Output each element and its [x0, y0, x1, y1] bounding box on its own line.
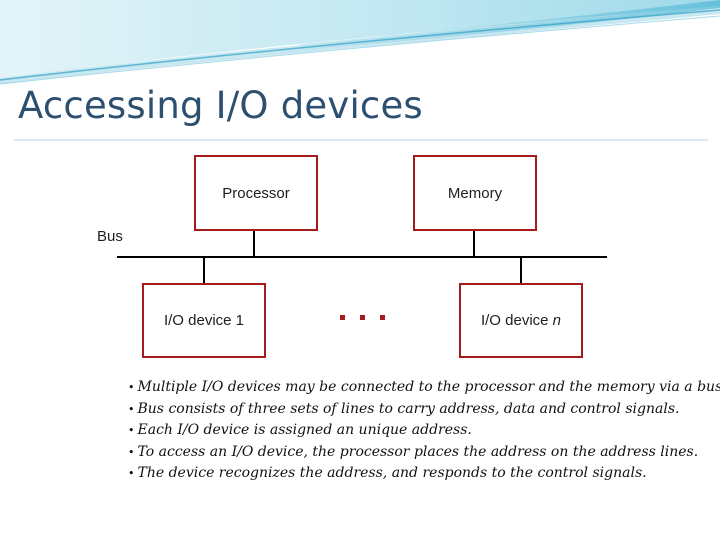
bullet-text: Bus consists of three sets of lines to c…: [138, 401, 680, 417]
bullet-item: •Bus consists of three sets of lines to …: [128, 399, 720, 421]
bullet-icon: •: [128, 381, 135, 394]
io-device-n-label: I/O device n: [481, 312, 561, 329]
ellipsis-dot: [360, 315, 365, 320]
bullet-icon: •: [128, 424, 135, 437]
memory-label: Memory: [448, 185, 502, 202]
bullet-text: Each I/O device is assigned an unique ad…: [138, 422, 472, 438]
bullet-item: •Each I/O device is assigned an unique a…: [128, 420, 720, 442]
ellipsis-dot: [380, 315, 385, 320]
io-device-n-text: I/O device: [481, 312, 553, 329]
memory-bus-connector: [473, 231, 475, 257]
bullet-icon: •: [128, 467, 135, 480]
bus-line: [117, 256, 607, 258]
bullet-text: Multiple I/O devices may be connected to…: [138, 379, 720, 395]
processor-label: Processor: [222, 185, 290, 202]
header-wave-decoration: [0, 0, 720, 90]
bullet-text: The device recognizes the address, and r…: [138, 465, 647, 481]
bus-label: Bus: [97, 228, 123, 245]
processor-box: Processor: [194, 155, 318, 231]
bullet-icon: •: [128, 446, 135, 459]
devicen-bus-connector: [520, 257, 522, 283]
bullet-item: •The device recognizes the address, and …: [128, 463, 720, 485]
bullet-item: •To access an I/O device, the processor …: [128, 442, 720, 464]
bullet-text: To access an I/O device, the processor p…: [138, 444, 699, 460]
memory-box: Memory: [413, 155, 537, 231]
io-device-1-label: I/O device 1: [164, 312, 244, 329]
ellipsis-dots: [336, 306, 392, 326]
title-underline: [14, 139, 708, 141]
ellipsis-dot: [340, 315, 345, 320]
io-device-n-box: I/O device n: [459, 283, 583, 358]
io-device-1-box: I/O device 1: [142, 283, 266, 358]
bullet-item: •Multiple I/O devices may be connected t…: [128, 377, 720, 399]
processor-bus-connector: [253, 231, 255, 257]
io-device-n-suffix: n: [553, 312, 561, 329]
slide-title: Accessing I/O devices: [18, 84, 423, 127]
device1-bus-connector: [203, 257, 205, 283]
bullet-icon: •: [128, 403, 135, 416]
bullet-list: •Multiple I/O devices may be connected t…: [128, 377, 720, 485]
